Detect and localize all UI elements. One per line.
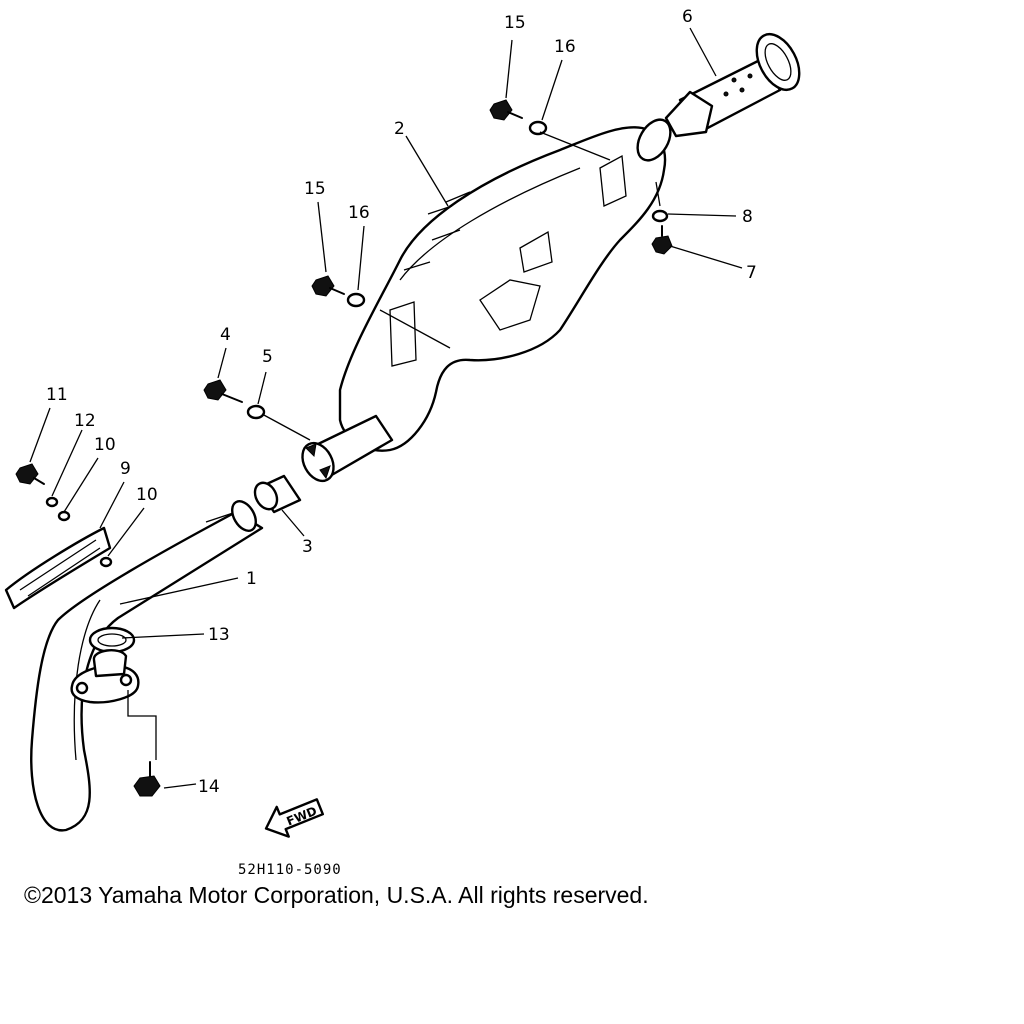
- collar-10b: [99, 556, 113, 568]
- joint: [253, 474, 302, 514]
- spark-arrester: [664, 32, 801, 138]
- gasket-and-flange: [70, 626, 140, 704]
- callout-1: 1: [246, 569, 257, 589]
- washer-12: [45, 496, 59, 508]
- callout-9: 9: [120, 459, 131, 479]
- heat-shield: [4, 526, 112, 610]
- callout-14: 14: [198, 777, 220, 797]
- callout-10-upper: 10: [94, 435, 116, 455]
- washer-5: [246, 404, 266, 420]
- callout-13: 13: [208, 625, 230, 645]
- leader-lines: [29, 27, 743, 789]
- callout-7: 7: [746, 263, 757, 283]
- bolt-15-lower: [311, 275, 345, 297]
- callout-16-lower: 16: [348, 203, 370, 223]
- callout-labels: 15 16 6 2 15 16 8 7 4 5 11 12 10 9 10 3 …: [46, 7, 757, 797]
- callout-16-upper: 16: [554, 37, 576, 57]
- bolt-15-upper: [489, 99, 523, 121]
- callout-11: 11: [46, 385, 68, 405]
- exhaust-pipe: [30, 500, 264, 832]
- bolt-4: [203, 379, 243, 403]
- callout-2: 2: [394, 119, 405, 139]
- callout-15-upper: 15: [504, 13, 526, 33]
- bolt-7: [651, 225, 673, 255]
- callout-4: 4: [220, 325, 231, 345]
- muffler: [301, 118, 672, 483]
- callout-3: 3: [302, 537, 313, 557]
- callout-15-lower: 15: [304, 179, 326, 199]
- washer-16-upper: [528, 120, 548, 136]
- part-code: 52H110-5090: [238, 862, 342, 878]
- callout-6: 6: [682, 7, 693, 27]
- washer-16-lower: [346, 292, 366, 308]
- callout-8: 8: [742, 207, 753, 227]
- washer-8: [651, 209, 669, 223]
- callout-5: 5: [262, 347, 273, 367]
- bolt-14: [127, 690, 161, 797]
- fwd-arrow-icon: FWD: [264, 798, 325, 838]
- exhaust-exploded-diagram: FWD 15 16 6 2 15 16 8 7 4 5 11 12 10 9 1…: [4, 7, 801, 838]
- bolt-11: [15, 463, 45, 485]
- collar-10a: [57, 510, 71, 522]
- callout-12: 12: [74, 411, 96, 431]
- callout-10-lower: 10: [136, 485, 158, 505]
- copyright-notice: ©2013 Yamaha Motor Corporation, U.S.A. A…: [24, 882, 649, 908]
